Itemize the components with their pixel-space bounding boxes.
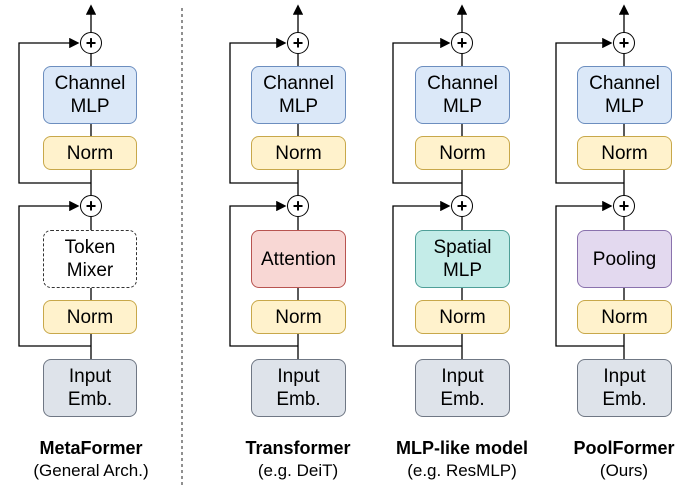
- residual-skip-line: [555, 37, 624, 184]
- add-icon-top: +: [287, 32, 309, 54]
- channel-mlp-block: Channel MLP: [251, 66, 346, 124]
- residual-skip-line: [18, 37, 91, 184]
- column-title: MetaFormer: [39, 438, 143, 458]
- token-mixer-block: Token Mixer: [43, 230, 137, 288]
- add-icon-top: +: [613, 32, 635, 54]
- residual-skip-line: [18, 200, 91, 347]
- input-embedding-block: Input Emb.: [415, 359, 510, 417]
- pooling-block: Pooling: [577, 230, 672, 288]
- add-icon-top: +: [80, 32, 102, 54]
- residual-skip-line: [555, 200, 624, 347]
- residual-skip-line: [392, 37, 462, 184]
- add-icon-bottom: +: [613, 195, 635, 217]
- norm-block-top: Norm: [415, 136, 510, 170]
- column-subtitle: (Ours): [599, 461, 649, 480]
- column-title: PoolFormer: [573, 438, 675, 458]
- input-embedding-block: Input Emb.: [251, 359, 346, 417]
- norm-block-bottom: Norm: [43, 300, 137, 334]
- residual-skip-line: [229, 37, 298, 184]
- column-title: Transformer: [245, 438, 351, 458]
- attention-block: Attention: [251, 230, 346, 288]
- channel-mlp-block: Channel MLP: [577, 66, 672, 124]
- norm-block-bottom: Norm: [415, 300, 510, 334]
- channel-mlp-block: Channel MLP: [43, 66, 137, 124]
- norm-block-top: Norm: [577, 136, 672, 170]
- residual-skip-line: [392, 200, 462, 347]
- column-subtitle: (e.g. DeiT): [257, 461, 339, 480]
- add-icon-bottom: +: [287, 195, 309, 217]
- norm-block-top: Norm: [43, 136, 137, 170]
- spatial-mlp-block: Spatial MLP: [415, 230, 510, 288]
- input-embedding-block: Input Emb.: [43, 359, 137, 417]
- column-subtitle: (General Arch.): [33, 461, 149, 480]
- add-icon-bottom: +: [80, 195, 102, 217]
- add-icon-bottom: +: [451, 195, 473, 217]
- norm-block-top: Norm: [251, 136, 346, 170]
- column-title: MLP-like model: [395, 438, 529, 458]
- norm-block-bottom: Norm: [577, 300, 672, 334]
- input-embedding-block: Input Emb.: [577, 359, 672, 417]
- add-icon-top: +: [451, 32, 473, 54]
- channel-mlp-block: Channel MLP: [415, 66, 510, 124]
- norm-block-bottom: Norm: [251, 300, 346, 334]
- residual-skip-line: [229, 200, 298, 347]
- column-subtitle: (e.g. ResMLP): [407, 461, 517, 480]
